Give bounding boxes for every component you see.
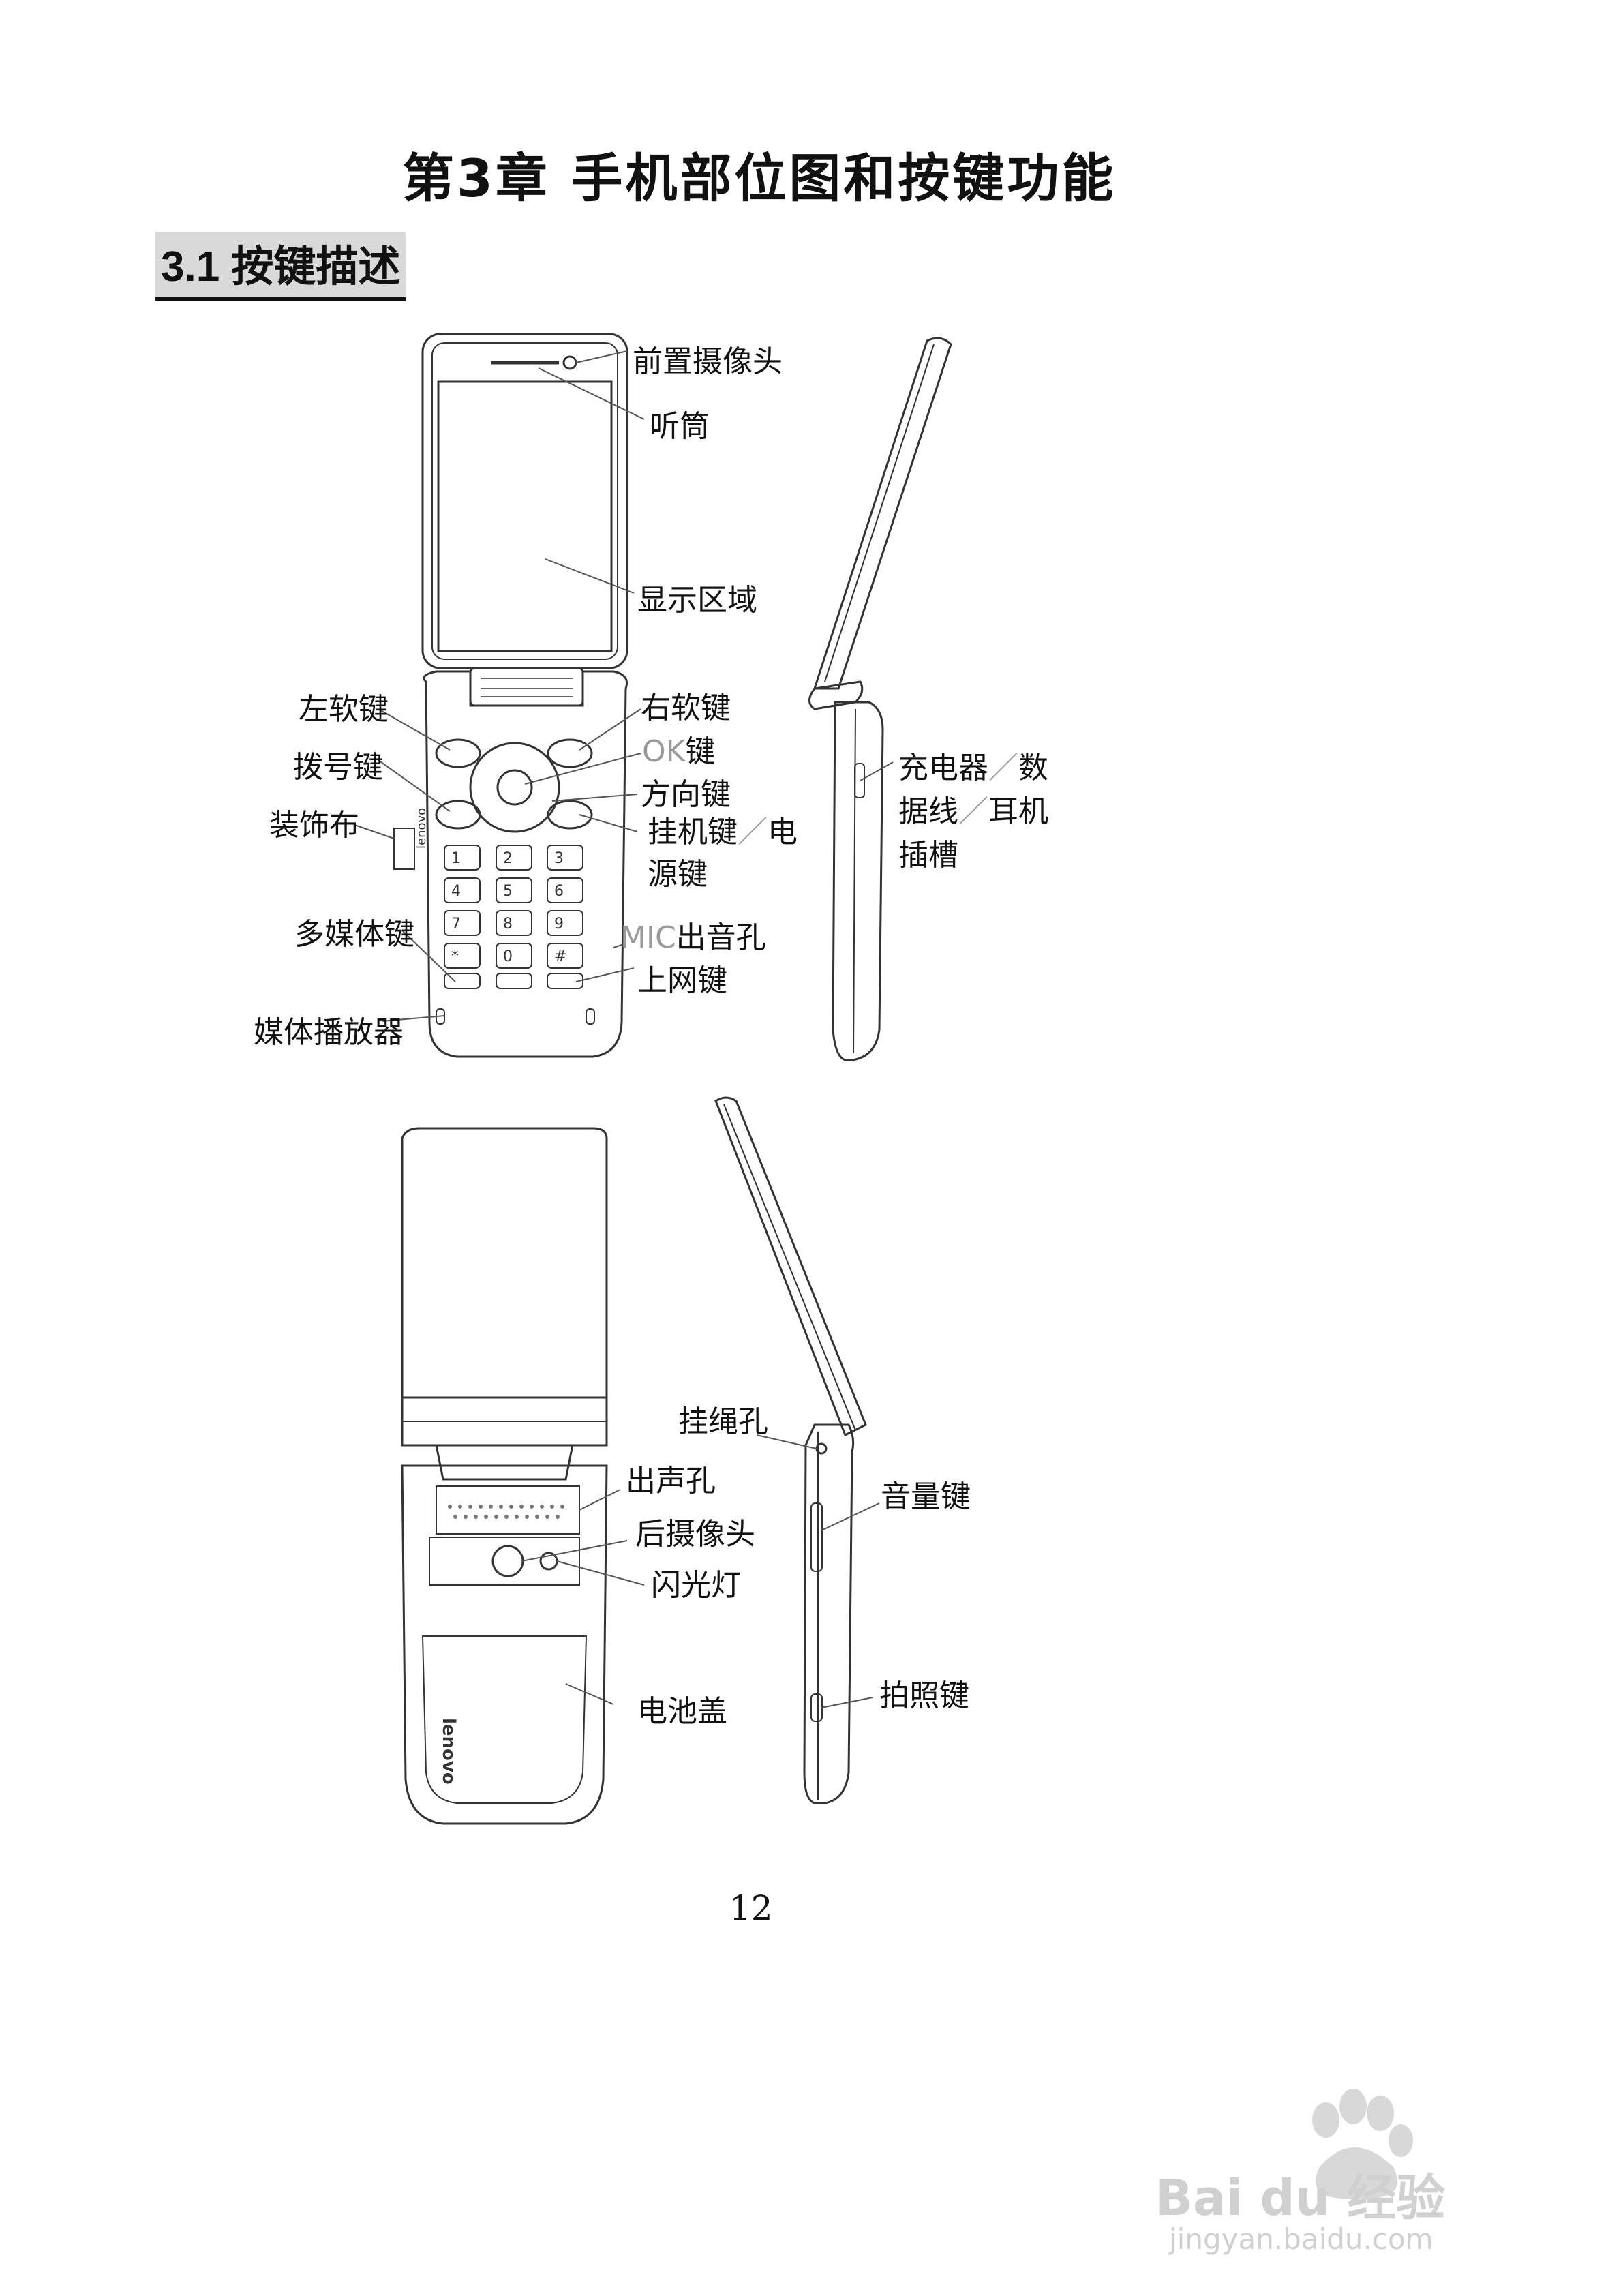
svg-text:*: * — [451, 948, 459, 965]
svg-text:1: 1 — [451, 850, 461, 867]
svg-text:6: 6 — [554, 883, 564, 900]
front-open-phone — [393, 333, 628, 1058]
section-title: 3.1 按键描述 — [155, 232, 406, 301]
label-end-power-key: 挂机键／电 源键 — [648, 815, 798, 892]
end-power-key-line2: 源键 — [648, 857, 708, 892]
label-charger-slot: 充电器／数 据线／耳机 插槽 — [898, 751, 1048, 873]
mic-prefix: MIC — [620, 920, 676, 955]
svg-text:0: 0 — [503, 948, 513, 965]
label-internet-key: 上网键 — [637, 963, 727, 998]
lenovo-tag-text: lenovo — [414, 808, 429, 849]
charger-part4: 耳机 — [988, 794, 1048, 829]
svg-text:lenovo: lenovo — [438, 1718, 459, 1785]
mic-suffix: 出音孔 — [676, 920, 766, 955]
svg-text:3: 3 — [554, 850, 564, 867]
svg-text:4: 4 — [451, 883, 461, 900]
charger-part5: 插槽 — [898, 838, 958, 873]
leader-lines — [354, 350, 894, 1708]
page-number: 12 — [729, 1888, 773, 1928]
svg-text:9: 9 — [554, 916, 564, 933]
svg-text:2: 2 — [503, 850, 513, 867]
svg-text:7: 7 — [451, 916, 461, 933]
label-volume-key: 音量键 — [881, 1479, 971, 1514]
speaker-grille — [448, 1505, 564, 1519]
label-speaker-hole: 出声孔 — [626, 1464, 716, 1498]
label-decor-cloth: 装饰布 — [269, 808, 359, 843]
chapter-title: 第3章 手机部位图和按键功能 — [402, 148, 1117, 209]
label-rear-camera: 后摄像头 — [635, 1517, 755, 1552]
label-ok-key: OK键 — [642, 731, 716, 773]
ok-key-prefix: OK — [642, 734, 686, 769]
svg-text:#: # — [554, 948, 566, 965]
side-rear-phone — [714, 1096, 867, 1804]
label-multimedia-key: 多媒体键 — [294, 917, 414, 952]
ok-key-suffix: 键 — [685, 734, 716, 769]
end-power-key-part1: 挂机键 — [648, 815, 738, 849]
label-display-area: 显示区域 — [637, 583, 757, 618]
svg-text:8: 8 — [503, 916, 513, 933]
label-lanyard-hole: 挂绳孔 — [678, 1404, 768, 1439]
label-camera-key: 拍照键 — [879, 1678, 969, 1713]
label-battery-cover: 电池盖 — [637, 1694, 727, 1729]
label-dial-key: 拨号键 — [293, 750, 383, 785]
charger-part1: 充电器 — [898, 751, 988, 785]
svg-text:5: 5 — [503, 883, 513, 900]
label-receiver: 听筒 — [650, 409, 710, 444]
rear-phone: lenovo — [401, 1127, 608, 1825]
label-left-soft-key: 左软键 — [299, 692, 389, 727]
watermark-brand: Bai du 经验 — [1155, 2169, 1446, 2226]
side-open-phone — [808, 337, 952, 1061]
label-front-camera: 前置摄像头 — [633, 344, 783, 379]
charger-part2: 数 — [1018, 751, 1048, 785]
end-power-key-part2: 电 — [768, 815, 798, 849]
keypad-digits: 1 2 3 4 5 6 7 8 9 * 0 # — [451, 850, 566, 965]
charger-part3: 据线 — [898, 794, 958, 829]
label-direction-key: 方向键 — [641, 777, 731, 812]
paw-logo-icon — [1312, 2089, 1413, 2199]
label-flash: 闪光灯 — [651, 1568, 741, 1603]
label-right-soft-key: 右软键 — [641, 691, 731, 725]
label-media-player: 媒体播放器 — [254, 1015, 404, 1050]
baidu-jingyan-watermark: Bai du 经验 jingyan.baidu.com — [1142, 2079, 1564, 2256]
watermark-url: jingyan.baidu.com — [1169, 2222, 1434, 2256]
label-mic: MIC出音孔 — [620, 917, 766, 959]
